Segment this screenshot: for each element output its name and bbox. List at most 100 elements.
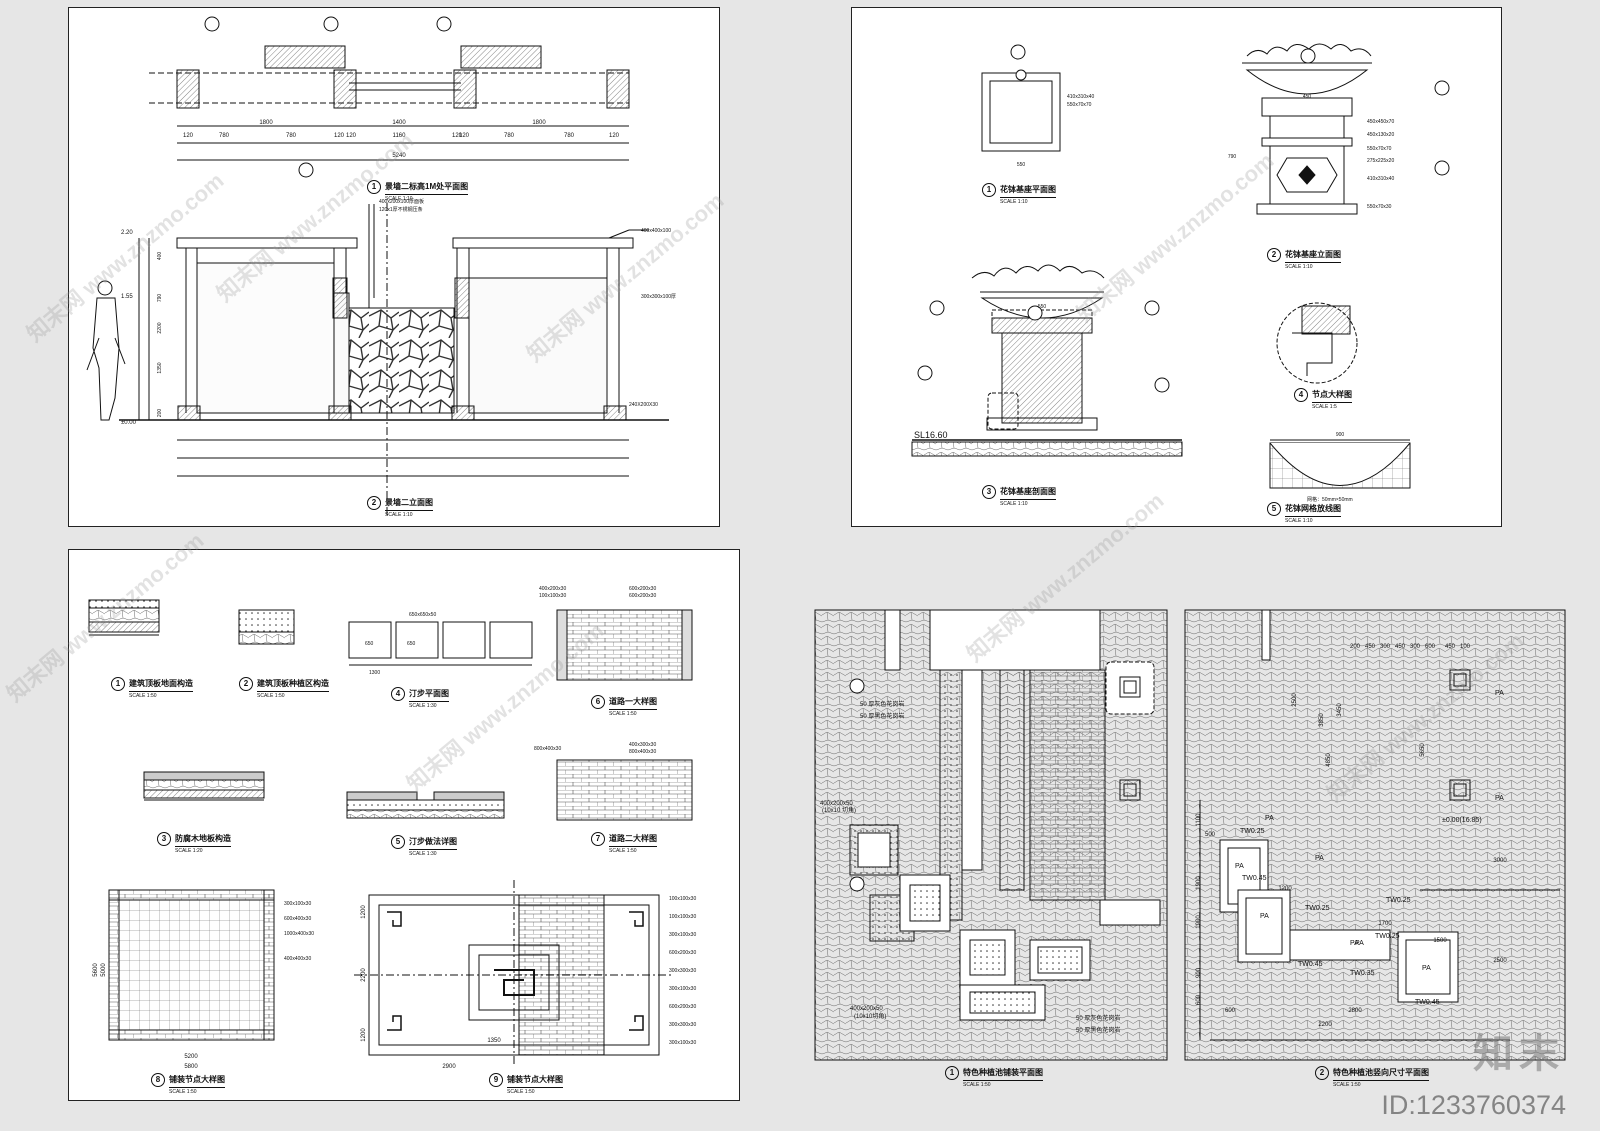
- tw-label: TW0.45: [1242, 875, 1267, 882]
- callout-note: 600x200x30: [629, 593, 656, 599]
- callout-note: 300x100x30: [284, 901, 311, 907]
- callout-note: 600x400x30: [284, 916, 311, 922]
- dim-label: 5650: [1420, 743, 1426, 757]
- dim-label: 5600: [93, 963, 99, 977]
- tw-label: TW0.25: [1240, 828, 1265, 835]
- dim-label: 2200: [1318, 1022, 1332, 1028]
- tw-label: TW0.25: [1375, 933, 1400, 940]
- dim-label: 200: [1350, 644, 1361, 650]
- dim-label: 1500: [1433, 938, 1447, 944]
- pa-label: PA: [1260, 913, 1269, 920]
- callout-note: 410x310x40: [1367, 176, 1394, 182]
- dim-label: 120: [183, 133, 194, 139]
- callout-note: 400x200x100厚面板: [379, 198, 424, 205]
- dim-label: 900: [1196, 967, 1202, 978]
- callout-note: 1300: [369, 670, 380, 676]
- tw-label: TW0.45: [1298, 961, 1323, 968]
- pa-label: PA: [1235, 863, 1244, 870]
- callout-note: 300x300x100厚: [641, 294, 676, 300]
- callout-note: 120x1厚不锈钢压条: [379, 206, 423, 213]
- pa-label: PA: [1422, 965, 1431, 972]
- dim-label: 450: [1395, 644, 1406, 650]
- callout-note: 50 厚黑色花岗岩: [860, 712, 904, 720]
- dim-label: 780: [564, 133, 575, 139]
- dim-label: 4850: [1326, 753, 1332, 767]
- callout-note: 100x100x30: [539, 593, 566, 599]
- sheet-flowerpot-base: SL16.60 网格：50mm×50mm 410x310x40 550x70x70…: [851, 7, 1502, 527]
- height-dim: 790: [157, 294, 163, 303]
- callout-note: 50 厚灰色花岗岩: [1076, 1014, 1120, 1022]
- dim-label: 550: [1017, 162, 1026, 168]
- dim-label: 600: [1196, 994, 1202, 1005]
- total-dim: 5240: [392, 153, 406, 159]
- callout-note: 450x450x70: [1367, 119, 1394, 125]
- dim-label: 450: [1365, 644, 1376, 650]
- callout-note: 550x70x70: [1367, 146, 1392, 152]
- callout-note: 400x200x30: [539, 586, 566, 592]
- dim-label: 3450: [1337, 703, 1343, 717]
- paving-drawing: 650x650x50 1300 650 650 400x200x30100x100x30…: [88, 586, 696, 1070]
- callout-note: 800x400x30: [534, 746, 561, 752]
- pa-label: PA: [1495, 795, 1504, 802]
- pa-label: PA: [1355, 940, 1364, 947]
- level-label: 2.20: [121, 230, 133, 236]
- dim-label: 1100: [1196, 813, 1202, 827]
- dim-label: 100: [1460, 644, 1471, 650]
- dim-label: 120: [452, 133, 463, 139]
- dim-label: 780: [219, 133, 230, 139]
- dim-label: 900: [1336, 432, 1345, 438]
- dim-label: 1200: [1278, 886, 1292, 892]
- dim-label: 1900: [1196, 876, 1202, 890]
- dim-label: 1800: [532, 120, 546, 126]
- dim-label: 5200: [184, 1054, 198, 1060]
- callout-note: 400x200x50: [820, 801, 853, 807]
- callout-note: 275x225x20: [1367, 158, 1394, 164]
- section-level: SL16.60: [914, 430, 948, 440]
- dim-label: 2900: [442, 1064, 456, 1070]
- grid-note: 网格：50mm×50mm: [1307, 496, 1353, 503]
- level-label: 1.55: [121, 294, 133, 300]
- callout-note: 300x100x30: [669, 986, 696, 992]
- callout-note: 650: [365, 641, 374, 647]
- dim-label: 1200: [361, 905, 367, 919]
- dim-label: 550: [1038, 304, 1047, 310]
- dim-label: 1400: [392, 120, 406, 126]
- callout-note: 400x200x50: [850, 1006, 883, 1012]
- dim-label: 5000: [101, 963, 107, 977]
- brand-logo: 知末: [1473, 1032, 1565, 1076]
- dim-label: 780: [504, 133, 515, 139]
- flowerpot-drawing: SL16.60 网格：50mm×50mm 410x310x40 550x70x70…: [911, 43, 1450, 503]
- dim-label: 450: [1445, 644, 1456, 650]
- callout-note: 450x130x20: [1367, 132, 1394, 138]
- callout-note: 650: [407, 641, 416, 647]
- tw-label: TW0.25: [1305, 905, 1330, 912]
- callout-note: 50 厚黑色花岗岩: [1076, 1026, 1120, 1034]
- callout-note: 240X200X30: [629, 402, 658, 408]
- callout-note: 300x100x30: [669, 1040, 696, 1046]
- callout-note: 300x300x30: [669, 968, 696, 974]
- callout-note: 650x650x50: [409, 612, 436, 618]
- dim-label: 3850: [1319, 713, 1325, 727]
- height-dim: 2200: [157, 322, 163, 333]
- dim-label: 1200: [361, 1028, 367, 1042]
- id-label: ID:1233760374: [1381, 1090, 1566, 1120]
- human-figure-icon: [86, 280, 126, 421]
- callout-note: 400x400x30: [284, 956, 311, 962]
- dim-label: 780: [286, 133, 297, 139]
- callout-note: 300x300x30: [669, 1022, 696, 1028]
- dim-label: 600: [1425, 644, 1436, 650]
